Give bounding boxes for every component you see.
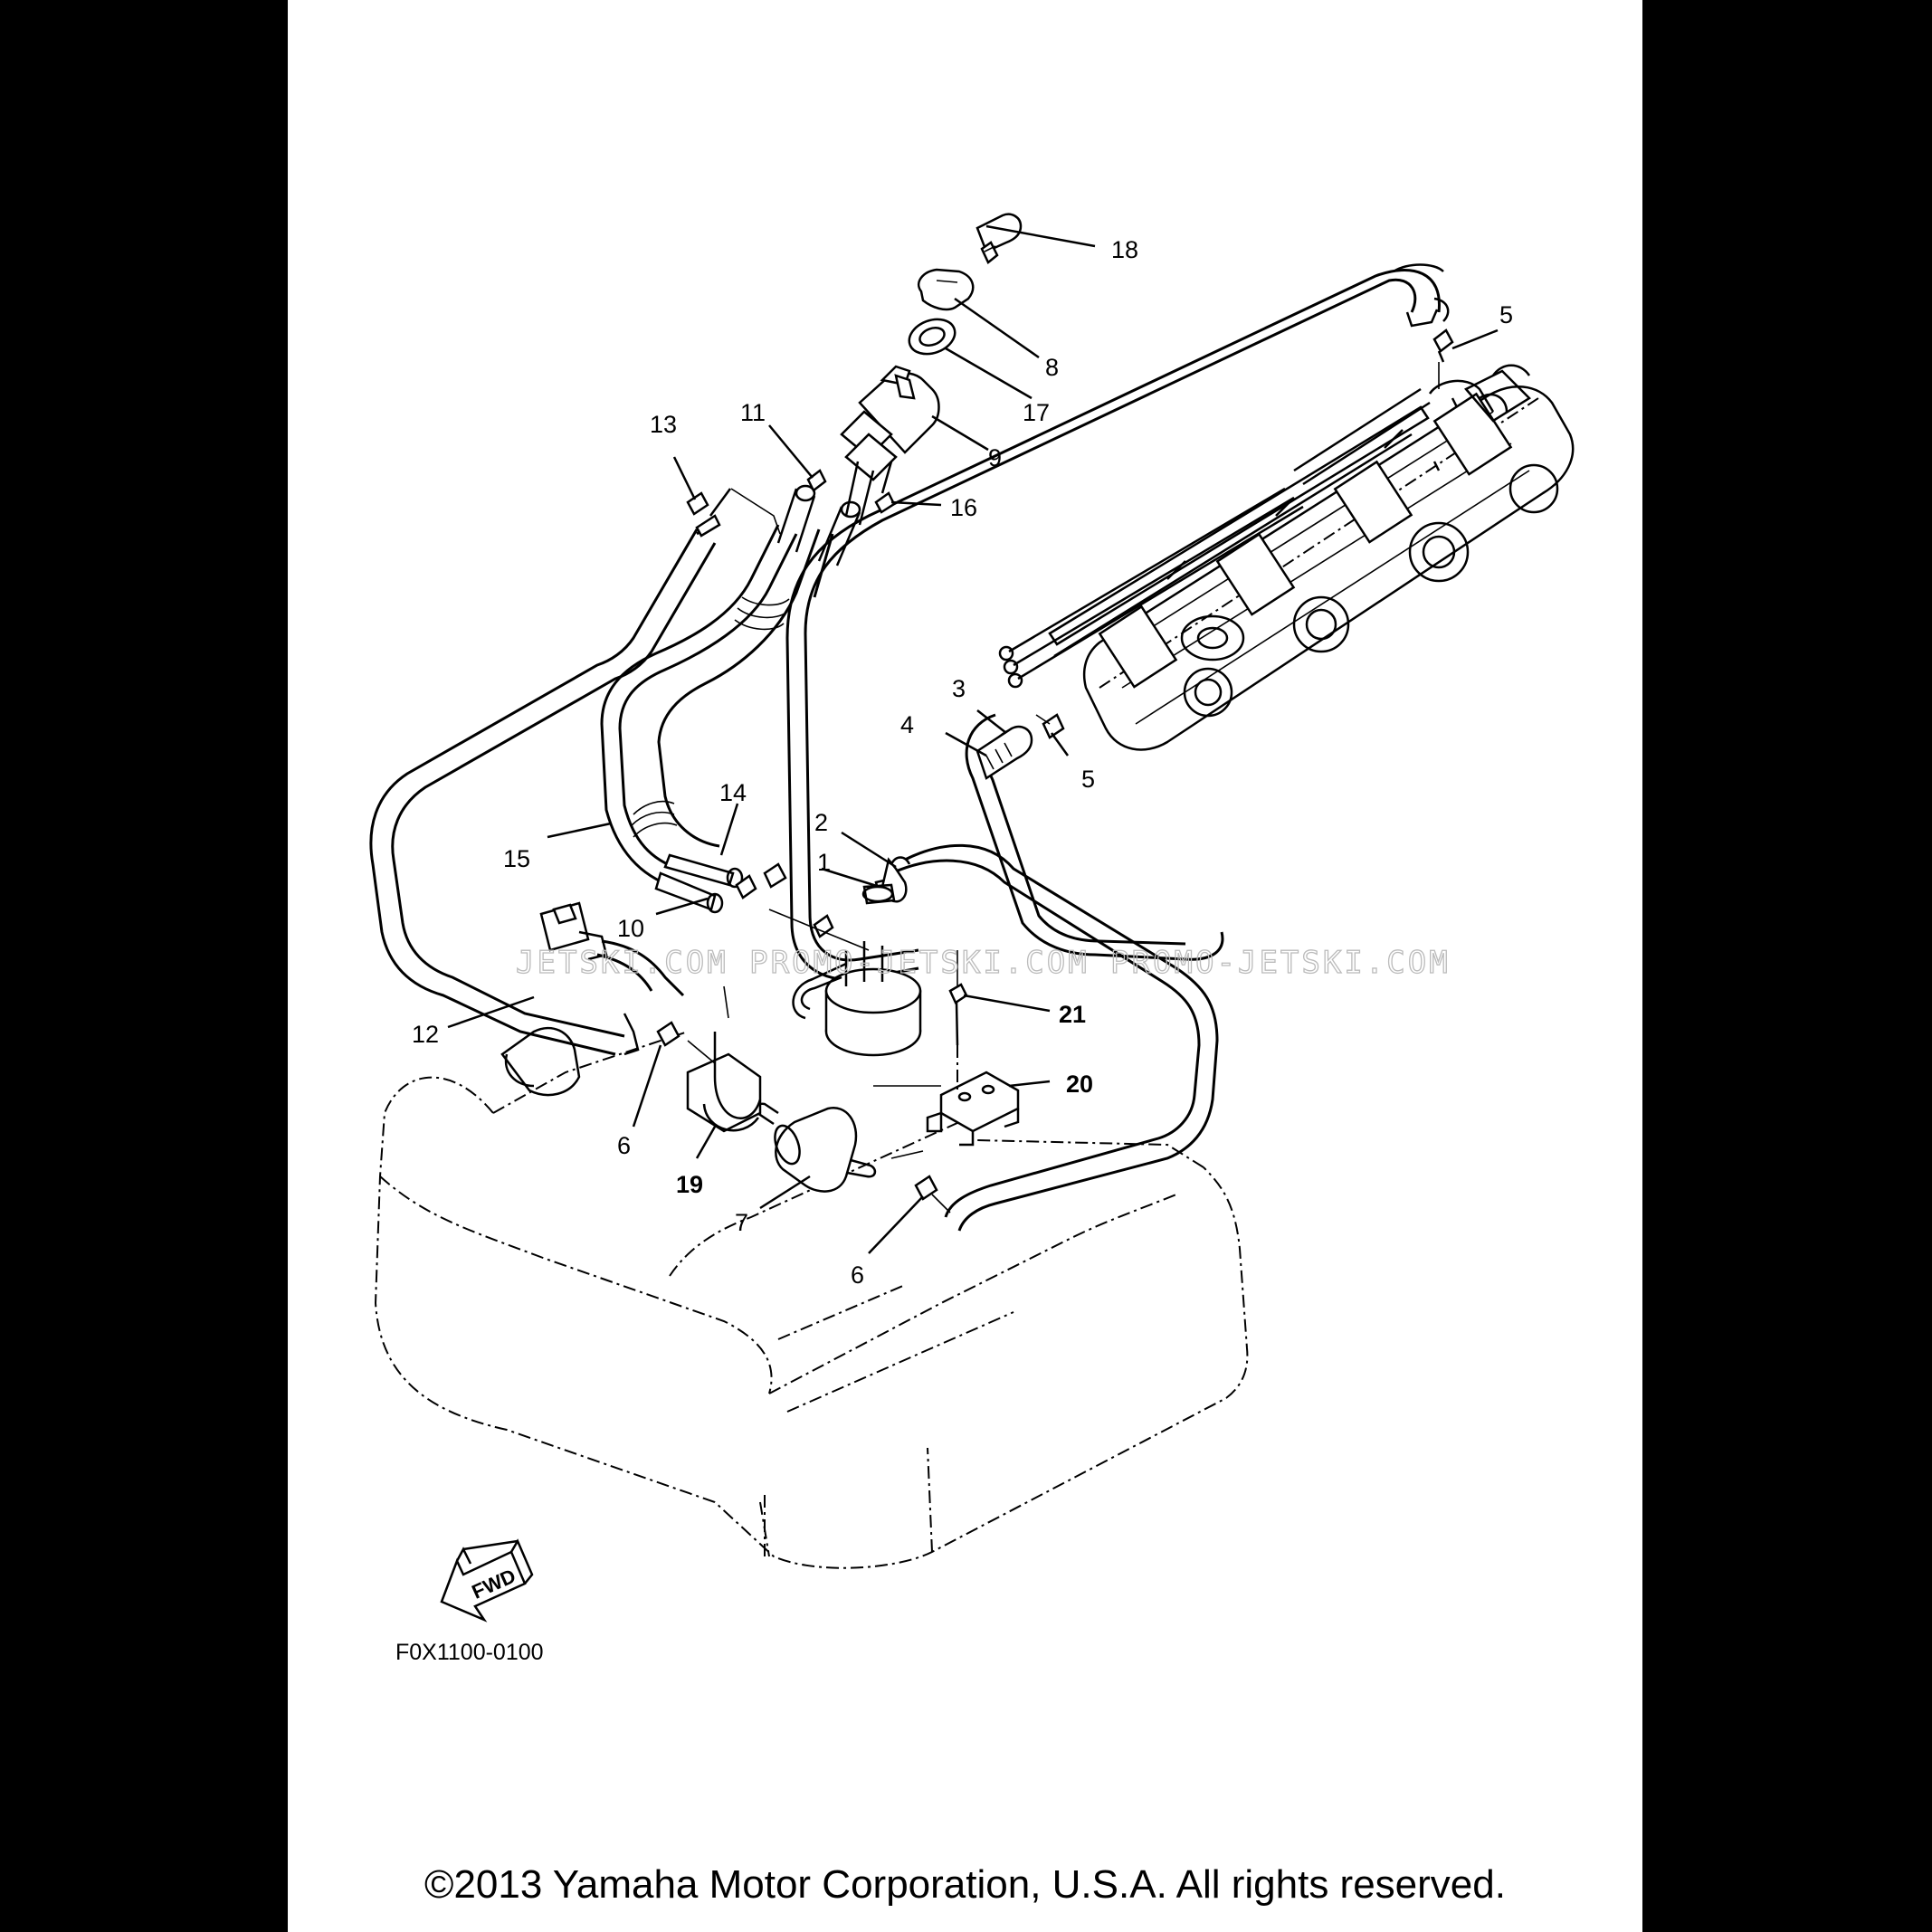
callout-17: 17 — [1023, 399, 1050, 426]
clamp-6-left — [656, 1021, 680, 1047]
bracket-20 — [926, 1071, 1020, 1147]
figure-code: F0X1100-0100 — [395, 1640, 544, 1665]
copyright-notice: ©2013 Yamaha Motor Corporation, U.S.A. A… — [424, 1862, 1506, 1907]
fuel-tank — [374, 1026, 1249, 1569]
callout-5-lower: 5 — [1081, 766, 1095, 793]
fuel-pump-sender — [709, 213, 1023, 566]
clamp-6-right — [914, 1175, 938, 1201]
callout-21: 21 — [1059, 1001, 1086, 1028]
callout-4: 4 — [900, 711, 914, 738]
hose-13 — [695, 514, 721, 538]
clamp-19 — [686, 1032, 762, 1133]
fuel-filter-7 — [755, 1102, 877, 1193]
callout-6-left: 6 — [617, 1132, 631, 1159]
diagram-sheet — [288, 0, 1642, 1932]
callout-6-right: 6 — [851, 1261, 864, 1289]
callout-12: 12 — [412, 1021, 439, 1048]
clamp-5-upper — [1432, 328, 1454, 353]
callout-numbers: 18 8 5 17 11 13 9 16 3 4 5 14 2 15 1 10 … — [412, 236, 1513, 1289]
callout-15: 15 — [503, 845, 530, 872]
hose-12-15 — [369, 524, 834, 1056]
callout-11: 11 — [740, 399, 766, 426]
clamp-5-lower — [1042, 713, 1065, 739]
callout-9: 9 — [988, 444, 1002, 471]
callout-13: 13 — [650, 411, 677, 438]
forward-direction-arrow: FWD — [440, 1538, 534, 1623]
callout-8: 8 — [1045, 354, 1059, 381]
electrical-connector — [539, 901, 685, 997]
hose-4 — [976, 725, 1033, 780]
callout-5-upper: 5 — [1499, 301, 1513, 328]
callout-18: 18 — [1111, 236, 1138, 263]
callout-20: 20 — [1066, 1071, 1093, 1098]
assembly-guide-lines — [687, 362, 1440, 1213]
callout-3: 3 — [952, 675, 966, 702]
callout-16: 16 — [950, 494, 977, 521]
elbow-fitting-1 — [861, 856, 911, 905]
callout-19: 19 — [676, 1171, 703, 1198]
callout-14: 14 — [719, 779, 747, 806]
callout-10: 10 — [617, 915, 644, 942]
hose-clamps — [656, 328, 1454, 1201]
watermark-text: JETSKI.COM PROMO-JETSKI.COM PROMO-JETSKI… — [516, 945, 1451, 981]
callout-1: 1 — [817, 849, 831, 876]
leader-lines — [447, 224, 1499, 1254]
callout-2: 2 — [814, 809, 828, 836]
bolt-21 — [948, 950, 968, 1090]
callout-7: 7 — [735, 1209, 748, 1236]
throttle-body-assembly — [998, 364, 1575, 751]
